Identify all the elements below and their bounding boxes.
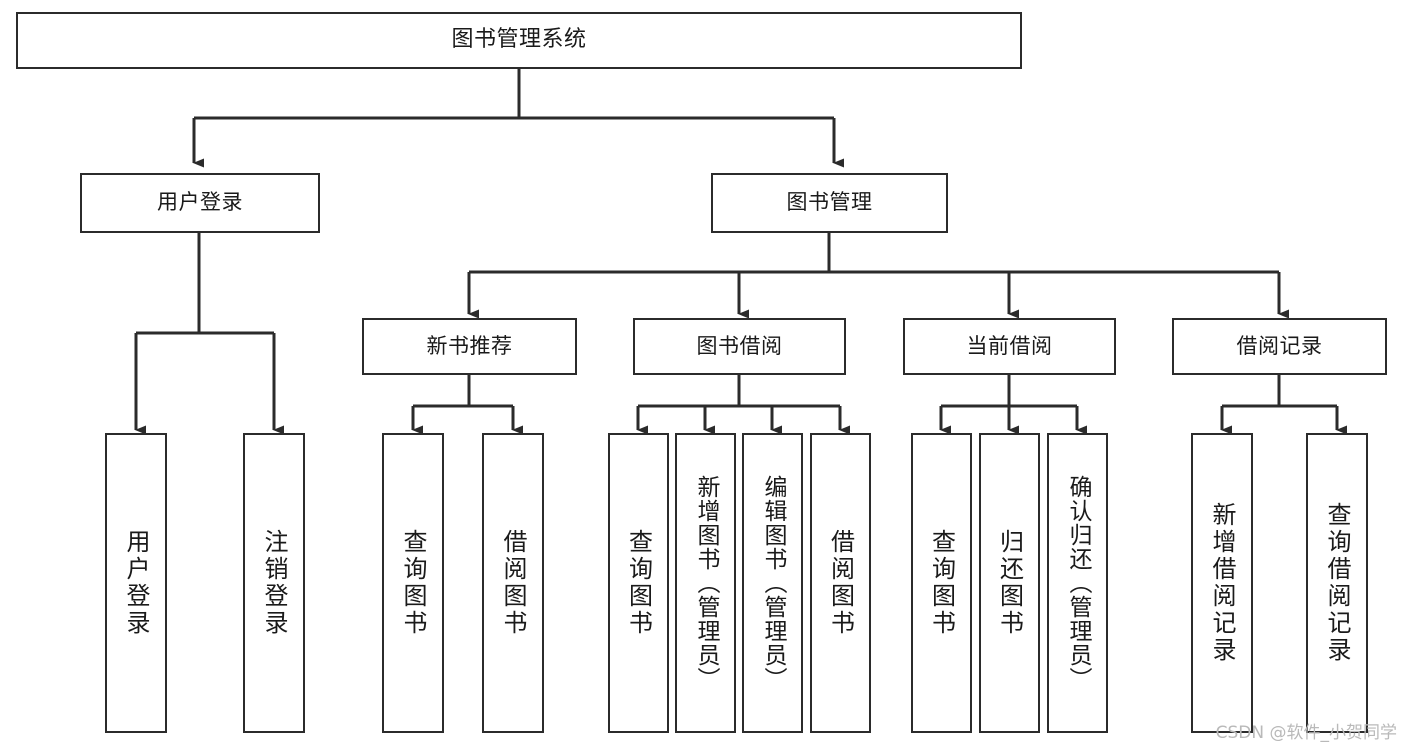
node-label: 图书管理: [786, 190, 873, 215]
node-label: 图书管理系统: [451, 27, 587, 53]
leaf-borrow-borrow-book[interactable]: 借阅图书: [810, 433, 871, 733]
node-label: 新书推荐: [426, 333, 513, 358]
watermark-text: CSDN @软件_小贺同学: [1215, 723, 1397, 743]
leaf-borrow-edit-book-admin[interactable]: 编辑图书（管理员）: [742, 433, 803, 733]
node-label: 借阅图书: [826, 529, 855, 637]
leaf-borrow-add-book-admin[interactable]: 新增图书（管理员）: [675, 433, 736, 733]
node-label: 查询图书: [927, 529, 956, 637]
node-new-book-recommend[interactable]: 新书推荐: [362, 318, 577, 375]
leaf-recommend-borrow-book[interactable]: 借阅图书: [482, 433, 544, 733]
node-label: 新增图书（管理员）: [693, 475, 719, 691]
node-label: 归还图书: [995, 529, 1024, 637]
node-label: 查询图书: [399, 529, 427, 637]
node-label: 新增借阅记录: [1208, 502, 1236, 664]
node-book-borrow[interactable]: 图书借阅: [633, 318, 846, 375]
leaf-recommend-query-book[interactable]: 查询图书: [382, 433, 444, 733]
node-label: 用户登录: [157, 190, 243, 215]
node-label: 编辑图书（管理员）: [760, 475, 786, 691]
leaf-user-logout[interactable]: 注销登录: [243, 433, 305, 733]
node-label: 注销登录: [260, 529, 288, 637]
node-book-management[interactable]: 图书管理: [711, 173, 948, 233]
leaf-current-query-book[interactable]: 查询图书: [911, 433, 972, 733]
node-label: 查询借阅记录: [1323, 502, 1351, 664]
node-label: 图书借阅: [696, 333, 783, 358]
leaf-current-confirm-return-admin[interactable]: 确认归还（管理员）: [1047, 433, 1108, 733]
node-label: 借阅图书: [499, 529, 527, 637]
leaf-record-query-borrow-record[interactable]: 查询借阅记录: [1306, 433, 1368, 733]
node-label: 借阅记录: [1236, 333, 1323, 358]
node-label: 用户登录: [122, 529, 150, 637]
node-user-login[interactable]: 用户登录: [80, 173, 320, 233]
node-borrow-record[interactable]: 借阅记录: [1172, 318, 1387, 375]
leaf-current-return-book[interactable]: 归还图书: [979, 433, 1040, 733]
node-current-borrow[interactable]: 当前借阅: [903, 318, 1116, 375]
node-label: 查询图书: [624, 529, 653, 637]
node-label: 当前借阅: [966, 333, 1053, 358]
node-label: 确认归还（管理员）: [1065, 475, 1091, 691]
node-root-system[interactable]: 图书管理系统: [16, 12, 1022, 69]
leaf-user-login[interactable]: 用户登录: [105, 433, 167, 733]
leaf-record-add-borrow-record[interactable]: 新增借阅记录: [1191, 433, 1253, 733]
leaf-borrow-query-book[interactable]: 查询图书: [608, 433, 669, 733]
